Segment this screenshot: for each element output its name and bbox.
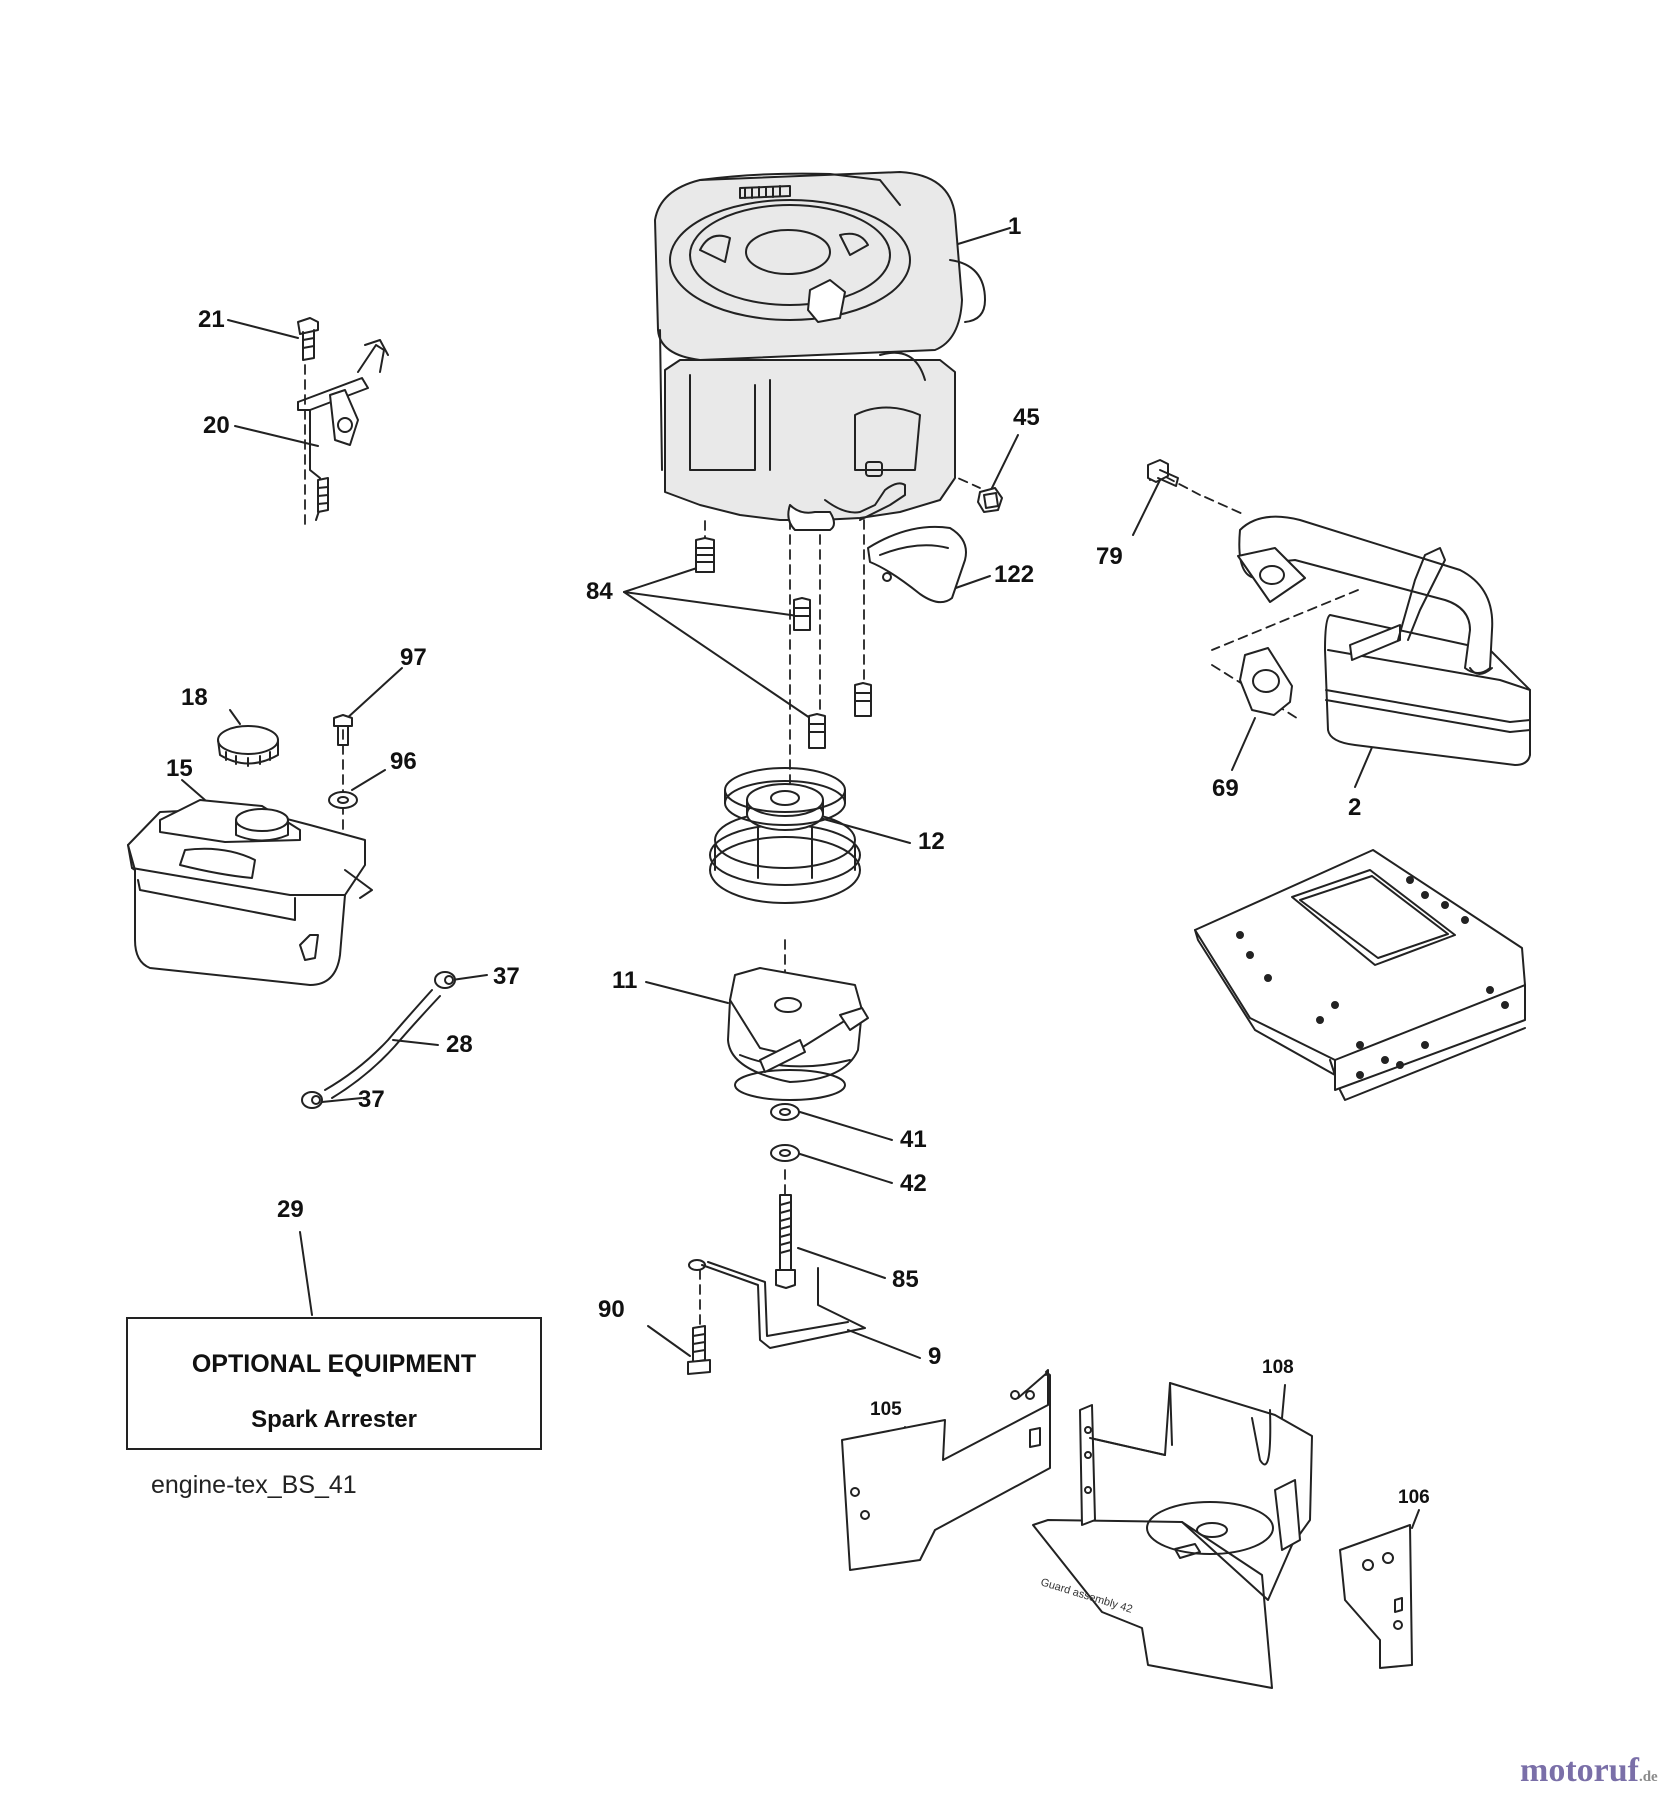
nut-45 xyxy=(977,487,1003,513)
callout-85: 85 xyxy=(892,1266,919,1293)
guard-assembly-108 xyxy=(1032,1382,1313,1689)
callout-18: 18 xyxy=(181,684,208,711)
bolt-90 xyxy=(687,1325,711,1375)
bolts-84 xyxy=(695,537,872,749)
optional-equipment-title: OPTIONAL EQUIPMENT xyxy=(191,1350,477,1378)
callout-97: 97 xyxy=(400,644,427,671)
deflector-122 xyxy=(867,525,967,604)
optional-equipment-item: Spark Arrester xyxy=(251,1406,417,1433)
callout-1: 1 xyxy=(1008,213,1022,240)
callout-122: 122 xyxy=(994,561,1035,588)
engine-part-1 xyxy=(654,171,986,531)
watermark-name: motoruf xyxy=(1520,1752,1639,1789)
callout-69: 69 xyxy=(1212,775,1239,802)
callout-21: 21 xyxy=(198,306,225,333)
engine-mounting-plate xyxy=(1194,849,1526,1101)
callout-9: 9 xyxy=(928,1343,942,1370)
callout-28: 28 xyxy=(446,1031,473,1058)
bolt-85 xyxy=(775,1194,796,1289)
washers-41-42 xyxy=(770,1103,800,1162)
callout-20: 20 xyxy=(203,412,230,439)
washer-96 xyxy=(328,791,358,809)
callout-42: 42 xyxy=(900,1170,927,1197)
callout-37-top: 37 xyxy=(493,963,520,990)
fuel-hose-28 xyxy=(324,989,441,1099)
callout-90: 90 xyxy=(598,1296,625,1323)
leader-lines xyxy=(181,227,1420,1529)
callout-105: 105 xyxy=(870,1399,902,1420)
fuel-tank-15 xyxy=(127,799,373,986)
fuel-cap-18 xyxy=(217,725,279,767)
callout-29: 29 xyxy=(277,1196,304,1223)
callout-106: 106 xyxy=(1398,1487,1430,1508)
callout-15: 15 xyxy=(166,755,193,782)
muffler-2 xyxy=(1237,515,1531,766)
pulley-12 xyxy=(709,767,861,904)
optional-equipment-box: OPTIONAL EQUIPMENT Spark Arrester xyxy=(126,1317,542,1450)
guard-side-105 xyxy=(841,1369,1051,1571)
screw-97 xyxy=(333,714,353,746)
callout-37-bottom: 37 xyxy=(358,1086,385,1113)
callout-2: 2 xyxy=(1348,794,1362,821)
gasket-69 xyxy=(1239,647,1293,716)
rod-9 xyxy=(688,1259,866,1349)
clutch-11 xyxy=(727,967,869,1101)
diagram-id: engine-tex_BS_41 xyxy=(151,1471,357,1499)
callout-79: 79 xyxy=(1096,543,1123,570)
watermark-logo: motoruf.de xyxy=(1520,1752,1658,1790)
throttle-control-20 xyxy=(297,317,389,521)
bolt-79 xyxy=(1147,459,1179,487)
callout-45: 45 xyxy=(1013,404,1040,431)
hose-clamps-37 xyxy=(301,971,456,1109)
callout-96: 96 xyxy=(390,748,417,775)
watermark-tld: .de xyxy=(1638,1769,1658,1785)
callout-84: 84 xyxy=(586,578,613,605)
callout-12: 12 xyxy=(918,828,945,855)
callout-41: 41 xyxy=(900,1126,927,1153)
callout-108: 108 xyxy=(1262,1357,1294,1378)
callout-11: 11 xyxy=(612,967,638,994)
guard-plate-106 xyxy=(1339,1524,1413,1669)
